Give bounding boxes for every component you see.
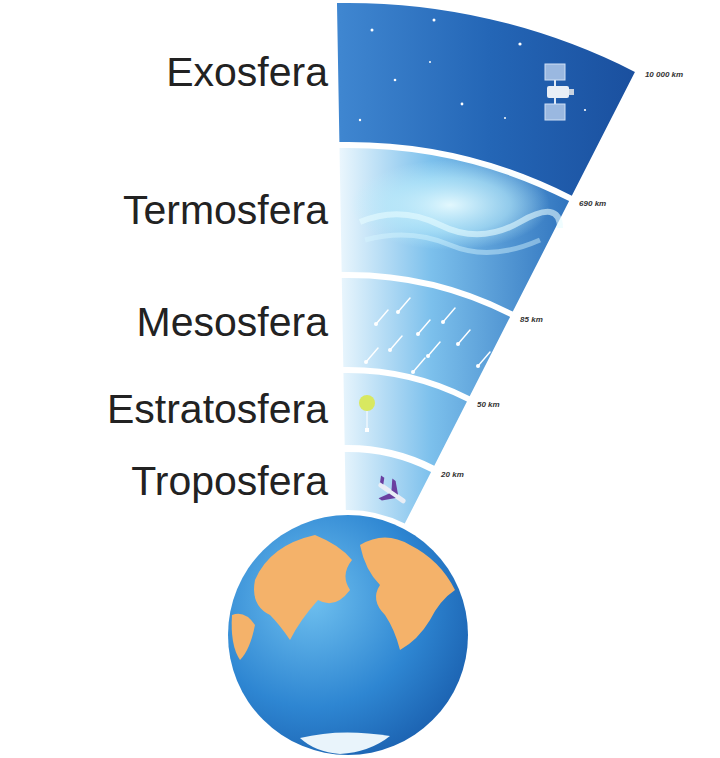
satellite (545, 64, 574, 120)
layer-name: Estratosfera (107, 389, 328, 430)
layer-name: Troposfera (131, 461, 328, 502)
layer-name: Termosfera (123, 190, 328, 231)
layer-row: Troposfera (0, 452, 328, 510)
earth-globe (228, 515, 468, 755)
atmosphere-band (343, 373, 467, 466)
layer-row: Termosfera (0, 148, 328, 272)
altitude-label: 10 000 km (645, 71, 683, 79)
layer-row: Estratosfera (0, 373, 328, 445)
altitude-label: 690 km (579, 200, 606, 208)
stars (359, 19, 601, 122)
altitude-label: 20 km (441, 471, 464, 479)
altitude-label: 85 km (520, 316, 543, 324)
altitude-label: 50 km (477, 401, 500, 409)
layer-name: Mesosfera (137, 302, 328, 343)
layer-row: Exosfera (0, 3, 328, 142)
airplane (370, 472, 412, 512)
atmosphere-band (345, 452, 431, 524)
layer-name: Exosfera (166, 52, 328, 93)
meteors (366, 298, 490, 372)
aurora (350, 160, 560, 252)
weather-balloon (359, 395, 375, 432)
meteor-heads (364, 310, 480, 374)
layer-row: Mesosfera (0, 278, 328, 367)
